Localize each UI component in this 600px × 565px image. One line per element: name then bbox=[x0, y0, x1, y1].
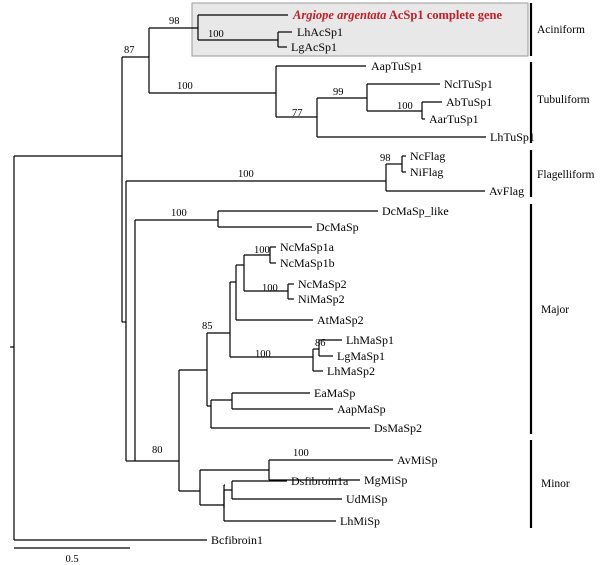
leaf-lhmasp2: LhMaSp2 bbox=[327, 364, 375, 378]
group-label-aciniform: Aciniform bbox=[537, 24, 585, 36]
bootstrap-label: 100 bbox=[177, 81, 193, 92]
leaf-eamasp: EaMaSp bbox=[314, 386, 355, 400]
leaf-atmasp2: AtMaSp2 bbox=[317, 313, 364, 327]
group-label-flagelliform: Flagelliform bbox=[537, 169, 595, 181]
leaf-labels: Argiope argentata AcSp1 complete gene Lh… bbox=[211, 8, 535, 547]
leaf-lgacsp1: LgAcSp1 bbox=[291, 40, 337, 54]
bootstrap-label: 100 bbox=[254, 245, 270, 256]
bootstrap-label: 100 bbox=[171, 208, 187, 219]
bootstrap-label: 77 bbox=[292, 108, 303, 119]
leaf-mgmisp: MgMiSp bbox=[364, 473, 407, 487]
leaf-udmisp: UdMiSp bbox=[346, 492, 387, 506]
leaf-ncmasp2: NcMaSp2 bbox=[298, 277, 347, 291]
leaf-argiope-acsp1: Argiope argentata AcSp1 complete gene bbox=[292, 8, 502, 22]
bootstrap-label: 100 bbox=[293, 448, 309, 459]
bootstrap-label: 87 bbox=[124, 45, 135, 56]
bootstrap-label: 100 bbox=[255, 349, 271, 360]
leaf-dsfibroin1a: Dsfibroin1a bbox=[291, 474, 349, 488]
leaf-ncflag: NcFlag bbox=[410, 149, 445, 163]
bootstrap-label: 100 bbox=[238, 169, 254, 180]
aciniform-highlight-box bbox=[191, 2, 529, 57]
leaf-ncltusp1: NclTuSp1 bbox=[444, 77, 493, 91]
leaf-niflag: NiFlag bbox=[410, 165, 443, 179]
leaf-dcmasp-like: DcMaSp_like bbox=[382, 204, 449, 218]
leaf-avmisp: AvMiSp bbox=[397, 453, 437, 467]
group-label-minor: Minor bbox=[541, 478, 570, 490]
bootstrap-values: 98 100 87 100 77 99 100 100 98 100 100 1… bbox=[124, 16, 413, 459]
leaf-lgmasp1: LgMaSp1 bbox=[337, 349, 385, 363]
leaf-dsmasp2: DsMaSp2 bbox=[374, 421, 422, 435]
tree-branches bbox=[10, 14, 486, 541]
bootstrap-label: 98 bbox=[169, 16, 180, 27]
leaf-ncmasp1b: NcMaSp1b bbox=[280, 256, 335, 270]
leaf-aartusp1: AarTuSp1 bbox=[429, 112, 479, 126]
group-bars: Aciniform Tubuliform Flagelliform Major … bbox=[529, 3, 595, 528]
scale-bar: 0.5 bbox=[14, 547, 130, 565]
leaf-lhmasp1: LhMaSp1 bbox=[346, 333, 394, 347]
group-label-major: Major bbox=[541, 304, 569, 316]
bootstrap-label: 100 bbox=[208, 29, 224, 40]
bootstrap-label: 99 bbox=[333, 87, 344, 98]
leaf-avflag: AvFlag bbox=[489, 184, 524, 198]
leaf-dcmasp: DcMaSp bbox=[316, 220, 359, 234]
group-label-tubuliform: Tubuliform bbox=[537, 94, 590, 106]
leaf-aaptusp1: AapTuSp1 bbox=[371, 59, 423, 73]
bootstrap-label: 100 bbox=[397, 101, 413, 112]
leaf-abtusp1: AbTuSp1 bbox=[446, 95, 492, 109]
scale-label: 0.5 bbox=[65, 554, 78, 565]
leaf-bcfibroin1: Bcfibroin1 bbox=[211, 533, 263, 547]
bootstrap-label: 98 bbox=[380, 153, 391, 164]
leaf-nimasp2: NiMaSp2 bbox=[298, 292, 345, 306]
bootstrap-label: 80 bbox=[152, 445, 163, 456]
bootstrap-label: 86 bbox=[315, 338, 326, 349]
leaf-lhmisp: LhMiSp bbox=[340, 514, 380, 528]
leaf-lhacsp1: LhAcSp1 bbox=[297, 25, 343, 39]
bootstrap-label: 100 bbox=[262, 283, 278, 294]
bootstrap-label: 85 bbox=[202, 321, 213, 332]
leaf-aapmasp: AapMaSp bbox=[337, 402, 386, 416]
leaf-lhtusp1: LhTuSp1 bbox=[490, 130, 535, 144]
leaf-ncmasp1a: NcMaSp1a bbox=[280, 240, 335, 254]
